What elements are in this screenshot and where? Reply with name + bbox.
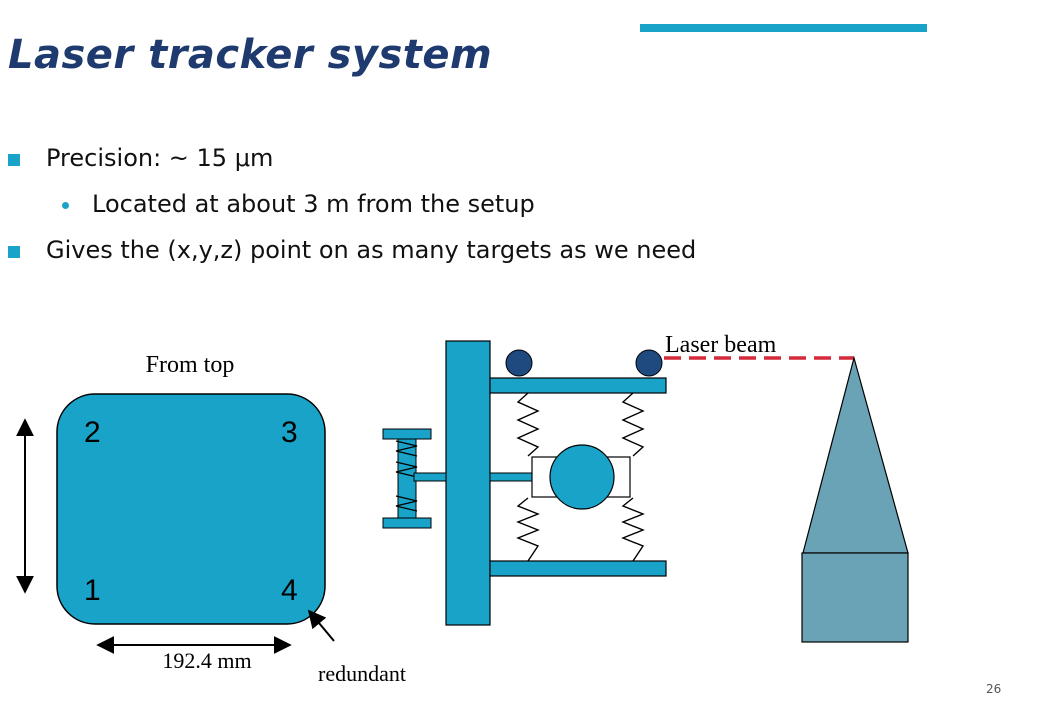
laser-tracker-base bbox=[801, 552, 909, 643]
left-fixture-spring bbox=[395, 440, 418, 457]
spring-upper-right bbox=[621, 392, 645, 457]
lower-plate bbox=[489, 560, 667, 577]
laser-tracker-head bbox=[802, 355, 909, 554]
bullet-text: Precision: ~ 15 μm bbox=[46, 144, 274, 172]
center-sensor-ball bbox=[549, 444, 615, 510]
left-fixture-spring bbox=[395, 461, 418, 478]
round-bullet-icon bbox=[62, 202, 69, 209]
spring-upper-left bbox=[516, 392, 540, 457]
dimension-label: 192.4 mm bbox=[162, 648, 251, 673]
slide-title: Laser tracker system bbox=[8, 32, 493, 78]
left-fixture-top-plate bbox=[382, 428, 432, 440]
left-fixture-bottom-plate bbox=[382, 517, 432, 529]
left-connecting-rod bbox=[413, 472, 447, 482]
redundant-label: redundant bbox=[318, 661, 406, 686]
spring-lower-right bbox=[621, 497, 645, 562]
target-sphere-right bbox=[635, 349, 663, 377]
page-number: 26 bbox=[986, 682, 1002, 696]
target-sphere-left bbox=[505, 349, 533, 377]
left-fixture-post bbox=[397, 438, 417, 519]
square-bullet-icon bbox=[8, 154, 20, 166]
bullet-text: Located at about 3 m from the setup bbox=[92, 190, 535, 218]
top-view-caption: From top bbox=[146, 352, 235, 378]
corner-label-3: 3 bbox=[281, 416, 298, 449]
support-column bbox=[445, 340, 491, 626]
redundant-pointer-arrow bbox=[307, 609, 335, 642]
corner-label-2: 2 bbox=[84, 416, 101, 449]
square-bullet-icon bbox=[8, 246, 20, 258]
header-accent-rule bbox=[640, 24, 927, 32]
upper-plate bbox=[489, 377, 667, 394]
corner-label-1: 1 bbox=[84, 574, 101, 607]
bullet-text: Gives the (x,y,z) point on as many targe… bbox=[46, 236, 697, 264]
corner-label-4: 4 bbox=[281, 574, 298, 607]
left-fixture-spring bbox=[395, 495, 418, 512]
plate-top-view bbox=[56, 393, 326, 625]
spring-lower-left bbox=[516, 497, 540, 562]
laser-beam-label: Laser beam bbox=[665, 332, 777, 358]
inner-connecting-rod bbox=[489, 472, 533, 482]
